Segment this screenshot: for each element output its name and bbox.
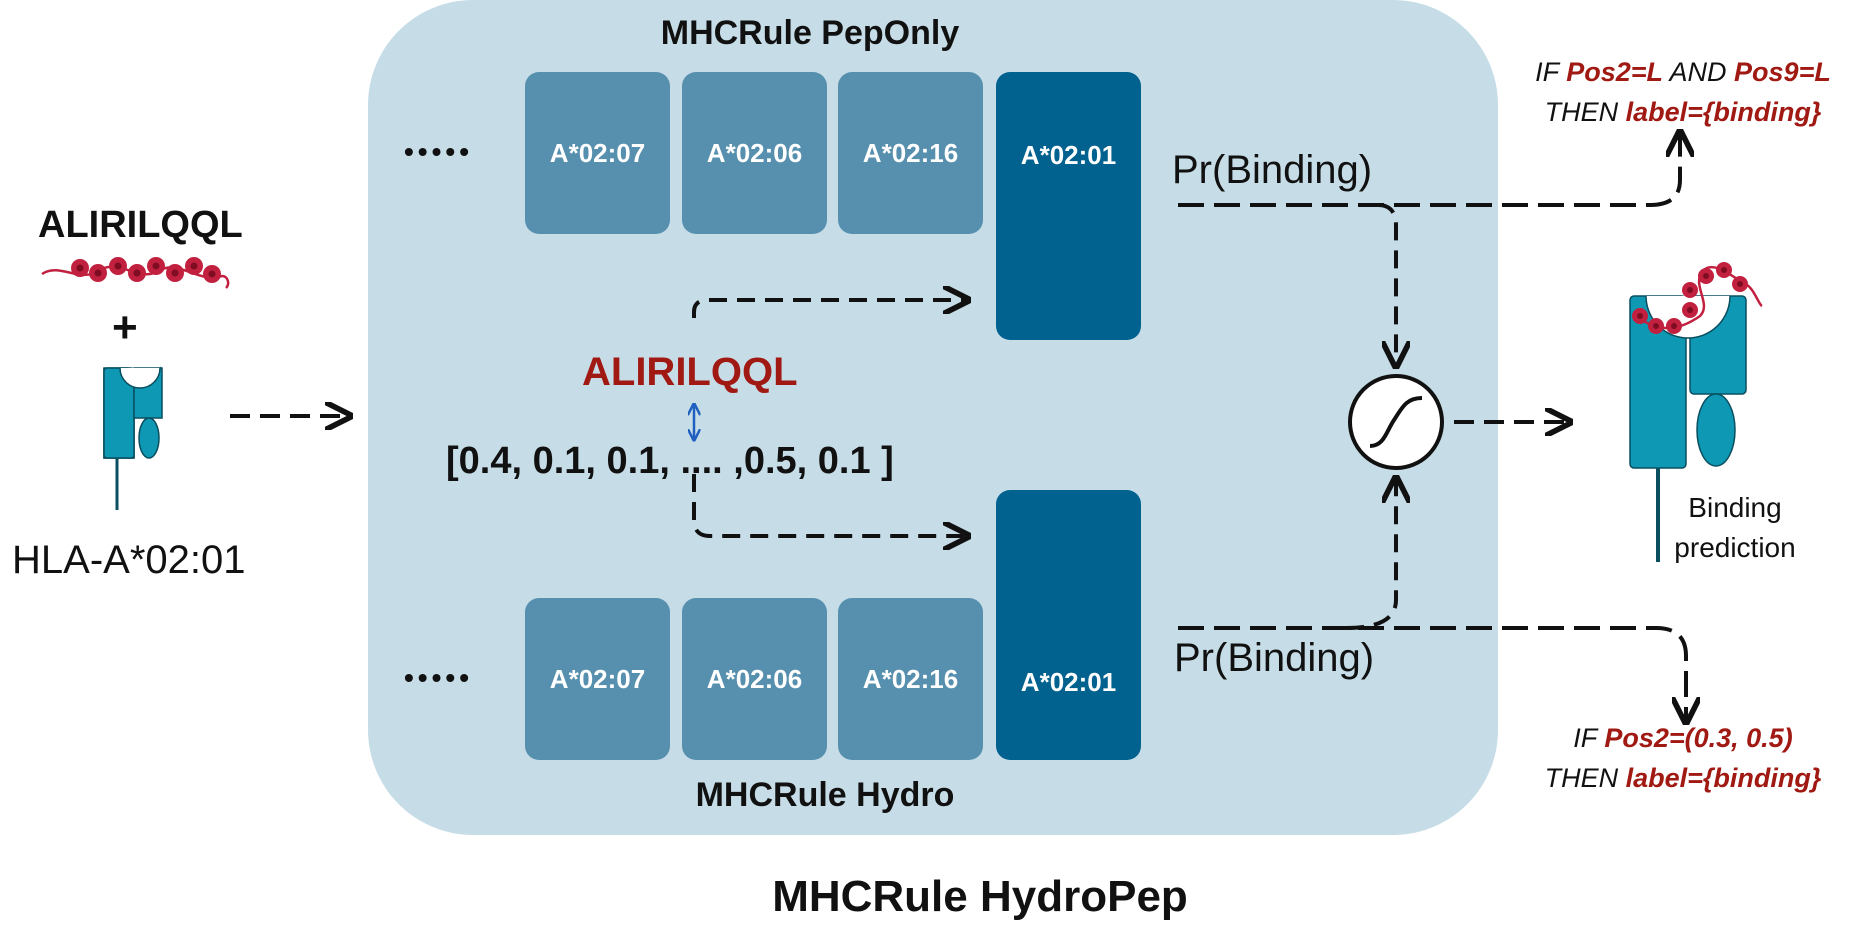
peptide-chain-icon (41, 257, 230, 289)
binding-prediction-line2: prediction (1674, 532, 1796, 563)
hydro-allele-3: A*02:16 (838, 598, 983, 760)
hydro-output-label: Pr(Binding) (1174, 636, 1375, 680)
rule-bottom-cond1: Pos2=(0.3, 0.5) (1604, 723, 1793, 753)
peponly-allele-3: A*02:16 (838, 72, 983, 234)
pr-binding-top-line (1178, 132, 1680, 207)
hydro-allele-2: A*02:06 (682, 598, 827, 760)
rule-bottom-then: THEN (1544, 763, 1619, 793)
plus-sign: + (112, 303, 138, 352)
rule-bottom-if: IF (1573, 723, 1597, 753)
rule-top-and: AND (1669, 57, 1727, 87)
center-peptide: ALIRILQQL (582, 350, 798, 394)
rule-top-line2: THEN label={binding} (1508, 92, 1858, 132)
rule-bottom-label: label={binding} (1625, 763, 1822, 793)
rule-top-then: THEN (1544, 97, 1619, 127)
input-hla-label: HLA-A*02:01 (12, 538, 246, 582)
hydro-allele-4: A*02:01 (996, 490, 1141, 760)
flow-arrow-to-pep (692, 300, 968, 318)
hydro-allele-1: A*02:07 (525, 598, 670, 760)
top-to-sigmoid-arrow (1377, 203, 1396, 366)
peponly-title: MHCRule PepOnly (660, 14, 960, 52)
rule-bottom-line1: IF Pos2=(0.3, 0.5) (1508, 718, 1858, 758)
footer-title: MHCRule HydroPep (772, 872, 1188, 921)
hydro-ellipsis: ••••• (404, 662, 474, 693)
flow-arrow-to-hydro (692, 474, 968, 536)
peponly-allele-1: A*02:07 (525, 72, 670, 234)
rule-top-label: label={binding} (1625, 97, 1822, 127)
rule-top: IF Pos2=L AND Pos9=L THEN label={binding… (1508, 52, 1858, 132)
peponly-allele-2: A*02:06 (682, 72, 827, 234)
sigmoid-icon (1348, 374, 1444, 470)
rule-top-if: IF (1535, 57, 1559, 87)
hydro-title: MHCRule Hydro (695, 776, 955, 814)
rule-top-cond2: Pos9=L (1734, 57, 1831, 87)
peponly-ellipsis: ••••• (404, 136, 474, 167)
input-peptide-label: ALIRILQQL (38, 204, 243, 246)
peponly-output-label: Pr(Binding) (1172, 148, 1373, 192)
rule-top-cond1: Pos2=L (1566, 57, 1663, 87)
rule-bottom-line2: THEN label={binding} (1508, 758, 1858, 798)
bottom-to-sigmoid-arrow (1345, 478, 1396, 630)
binding-prediction-label: Binding prediction (1650, 488, 1820, 568)
rule-top-line1: IF Pos2=L AND Pos9=L (1508, 52, 1858, 92)
hla-receptor-icon (103, 366, 163, 510)
bound-receptor-icon (1629, 262, 1763, 562)
rule-bottom: IF Pos2=(0.3, 0.5) THEN label={binding} (1508, 718, 1858, 798)
binding-prediction-line1: Binding (1688, 492, 1782, 523)
peponly-allele-4: A*02:01 (996, 72, 1141, 340)
pr-binding-bottom-line (1178, 626, 1686, 722)
encoding-vector: [0.4, 0.1, 0.1, .... ,0.5, 0.1 ] (446, 440, 894, 482)
